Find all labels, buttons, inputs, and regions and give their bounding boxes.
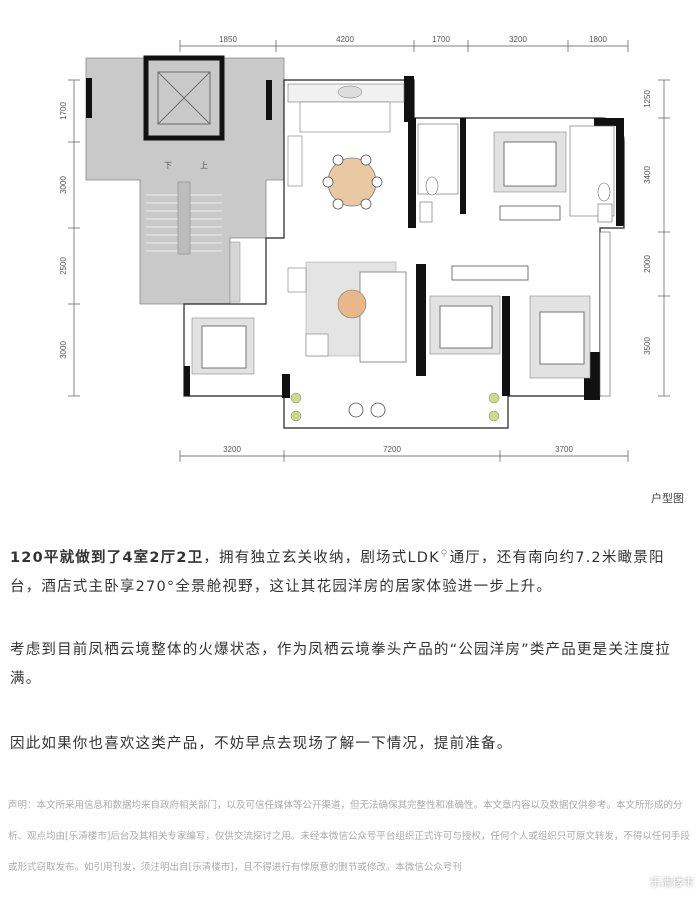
dim-top-1: 1850 xyxy=(219,35,237,44)
paragraph-2: 考虑到目前凤栖云境整体的火爆状态，作为凤栖云境拳头产品的“公园洋房”类产品更是关… xyxy=(10,642,672,687)
stair-down-label: 下 xyxy=(164,161,172,170)
beds xyxy=(191,131,591,379)
disclaimer: 声明：本文所采用信息和数据均来自政府相关部门，以及可信任媒体等公开渠道，但无法确… xyxy=(8,800,690,873)
balcony xyxy=(290,392,500,422)
dim-right-3: 2000 xyxy=(643,255,652,273)
dim-bottom-2: 7200 xyxy=(383,445,401,454)
floor-plan-image: 1850 4200 1700 3200 1800 1700 3000 2500 … xyxy=(59,35,670,462)
dimension-labels: 1850 4200 1700 3200 1800 1700 3000 2500 … xyxy=(59,35,652,454)
kitchen xyxy=(287,83,405,187)
dim-bottom-3: 3700 xyxy=(555,445,573,454)
dim-right-2: 3400 xyxy=(643,166,652,184)
dim-top-4: 3200 xyxy=(509,35,527,44)
dim-top-3: 1700 xyxy=(432,35,450,44)
image-caption: 户型图 xyxy=(651,492,684,505)
stair-up-label: 上 xyxy=(200,161,208,170)
living-area xyxy=(287,261,407,363)
paragraph-1-text-b: 通厅，还有南向约7.2米瞰景阳台，酒店式主卧享270°全景舱视野，这让其花园洋房… xyxy=(10,549,665,595)
dim-left-3: 2500 xyxy=(59,257,68,275)
dim-top-5: 1800 xyxy=(589,35,607,44)
paragraph-1-bold: 120平就做到了4室2厅2卫 xyxy=(10,549,204,566)
stair-core xyxy=(85,55,285,305)
dim-left-1: 1700 xyxy=(59,102,68,120)
paragraph-3: 因此如果你也喜欢这类产品，不妨早点去现场了解一下情况，提前准备。 xyxy=(10,736,513,752)
dim-left-4: 3000 xyxy=(59,341,68,359)
thick-walls xyxy=(184,76,624,400)
watermark: 乐清楼市 xyxy=(650,876,694,889)
dim-right-1: 1250 xyxy=(643,90,652,108)
dim-left-2: 3000 xyxy=(59,176,68,194)
dim-bottom-1: 3200 xyxy=(223,445,241,454)
paragraph-1-text-a: ，拥有独立玄关收纳，剧场式LDK xyxy=(203,549,440,566)
dimension-lines xyxy=(68,40,670,462)
dim-right-4: 3500 xyxy=(643,337,652,355)
dim-top-2: 4200 xyxy=(336,35,354,44)
search-icon[interactable]: ⚲ xyxy=(440,549,449,559)
dining-table xyxy=(322,154,383,210)
bathrooms xyxy=(417,123,615,223)
paragraph-1: 120平就做到了4室2厅2卫，拥有独立玄关收纳，剧场式LDK⚲通厅，还有南向约7… xyxy=(10,540,690,602)
